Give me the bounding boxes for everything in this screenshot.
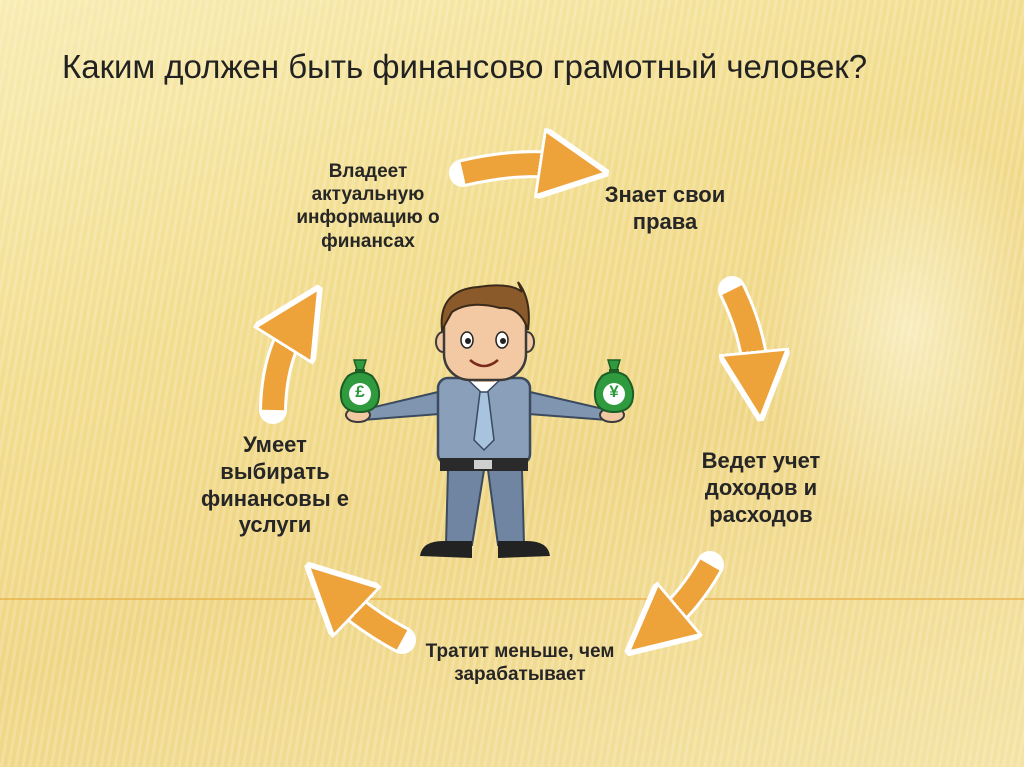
arrow-ledger-to-spend: [664, 551, 724, 622]
businessman-illustration: [345, 281, 625, 558]
node-label-ledger: Ведет учет доходов и расходов: [701, 448, 821, 527]
node-label-choose: Умеет выбирать финансовы е услуги: [201, 432, 349, 538]
arrow-info-to-rights: [449, 164, 560, 173]
horizon-line: [0, 598, 1024, 600]
arrow-spend-to-choose: [342, 598, 416, 654]
yen-symbol: ¥: [609, 382, 619, 401]
arrow-choose-to-info: [273, 328, 294, 424]
yen-money-bag-icon: ¥: [592, 358, 636, 414]
cycle-arrows: [273, 164, 756, 640]
background-glow: [760, 120, 1024, 540]
pound-money-bag-icon: £: [338, 358, 382, 414]
node-label-rights: Знает свои права: [604, 182, 726, 234]
pound-symbol: £: [355, 382, 365, 401]
slide-title: Каким должен быть финансово грамотный че…: [62, 48, 868, 85]
node-label-info: Владеет актуальную информацию о финансах: [296, 161, 440, 252]
node-label-spend: Тратит меньше, чем зарабатывает: [425, 641, 615, 686]
arrow-rights-to-ledger: [718, 276, 756, 372]
